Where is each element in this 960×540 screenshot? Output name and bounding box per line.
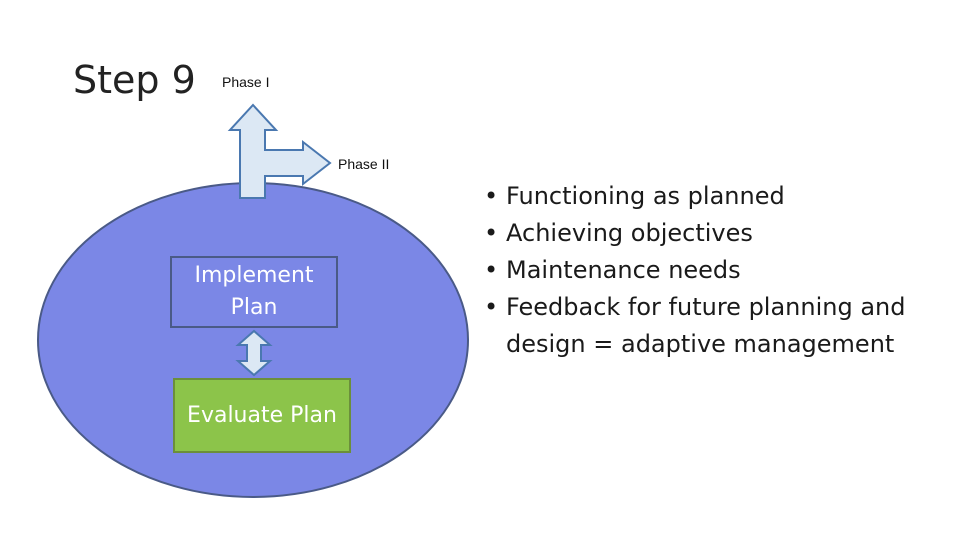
evaluate-plan-box: Evaluate Plan	[173, 378, 351, 453]
bullet-dot: •	[484, 256, 499, 284]
bullet-dot: •	[484, 182, 499, 210]
evaluate-plan-label: Evaluate Plan	[187, 402, 337, 428]
bullet-dot: •	[484, 219, 499, 247]
phase-2-label: Phase II	[338, 156, 390, 172]
phase-arrows	[227, 103, 332, 199]
bullet-item: •Feedback for future planning and design…	[484, 289, 954, 363]
phase-1-label: Phase I	[222, 74, 270, 90]
bullet-item: •Achieving objectives	[484, 215, 954, 252]
bullet-text: Feedback for future planning and design …	[506, 293, 906, 358]
bullet-list: •Functioning as planned •Achieving objec…	[484, 178, 954, 363]
bullet-item: •Functioning as planned	[484, 178, 954, 215]
bullet-dot: •	[484, 293, 499, 321]
bullet-item: •Maintenance needs	[484, 252, 954, 289]
bullet-text: Achieving objectives	[506, 219, 753, 247]
double-arrow	[235, 329, 273, 377]
implement-plan-label: Implement Plan	[194, 263, 314, 320]
implement-plan-box: Implement Plan	[170, 256, 338, 328]
slide-title: Step 9	[73, 58, 196, 102]
bullet-text: Functioning as planned	[506, 182, 785, 210]
bullet-text: Maintenance needs	[506, 256, 741, 284]
